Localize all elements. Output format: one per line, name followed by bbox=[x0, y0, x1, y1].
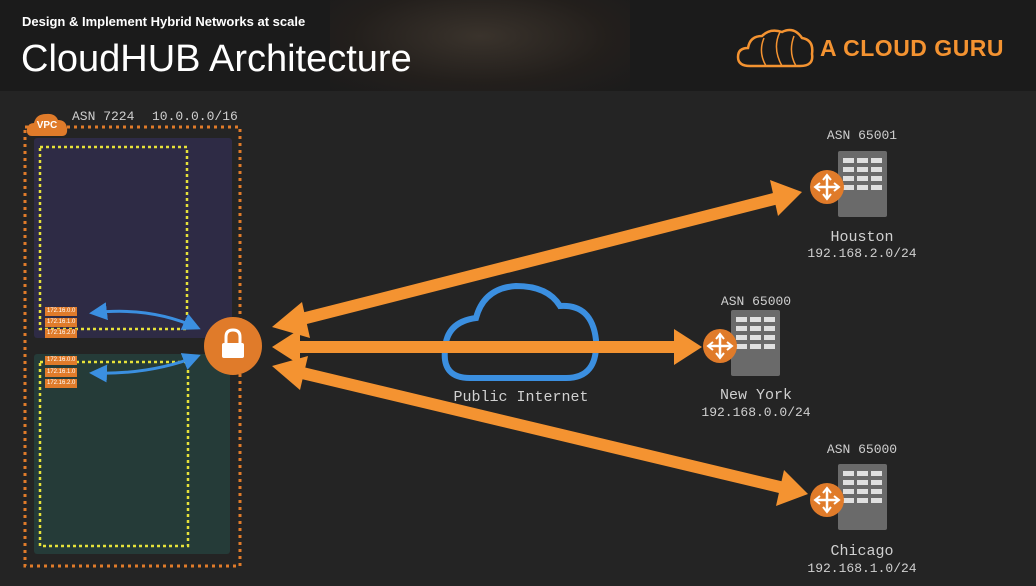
subnet-b bbox=[34, 354, 230, 554]
subnet-b-tag-2: 172.16.1.0 bbox=[45, 368, 78, 377]
cloud-guru-logo-icon bbox=[736, 28, 814, 68]
presenter-photo bbox=[330, 0, 630, 91]
subnet-a-tag-3: 172.16.2.0 bbox=[45, 329, 78, 338]
brand-name: A CLOUD GURU bbox=[820, 35, 1005, 61]
cloud-icon bbox=[441, 282, 600, 381]
chicago-asn: ASN 65000 bbox=[826, 442, 898, 457]
lock-icon bbox=[204, 317, 262, 375]
newyork-city: New York bbox=[719, 387, 793, 404]
chicago-cidr: 192.168.1.0/24 bbox=[807, 561, 917, 576]
subnet-b-route-arrow bbox=[89, 353, 201, 383]
houston-city: Houston bbox=[830, 229, 894, 246]
vpc-badge: VPC bbox=[36, 120, 58, 131]
newyork-datacenter-icon bbox=[731, 310, 780, 376]
slide-title: CloudHUB Architecture bbox=[21, 38, 412, 80]
newyork-asn: ASN 65000 bbox=[720, 294, 792, 309]
chicago-datacenter-icon bbox=[838, 464, 887, 530]
newyork-router-icon bbox=[703, 329, 737, 363]
subnet-a-tag-1: 172.16.0.0 bbox=[45, 307, 78, 316]
subnet-b-tag-1: 172.16.0.0 bbox=[45, 356, 78, 365]
vpn-links bbox=[272, 180, 808, 506]
chicago-city: Chicago bbox=[830, 543, 894, 560]
newyork-cidr: 192.168.0.0/24 bbox=[701, 405, 811, 420]
chicago-router-icon bbox=[810, 483, 844, 517]
subnet-a bbox=[34, 138, 232, 338]
internet-label: Public Internet bbox=[453, 389, 589, 406]
houston-router-icon bbox=[810, 170, 844, 204]
subnet-a-tag-2: 172.16.1.0 bbox=[45, 318, 78, 327]
vpc-badge-icon bbox=[26, 113, 68, 136]
subnet-b-tag-3: 172.16.2.0 bbox=[45, 379, 78, 388]
subnet-a-route-arrow bbox=[89, 302, 201, 330]
course-subtitle: Design & Implement Hybrid Networks at sc… bbox=[22, 14, 306, 29]
header-bar: Design & Implement Hybrid Networks at sc… bbox=[0, 0, 1036, 91]
houston-asn: ASN 65001 bbox=[826, 128, 898, 143]
houston-datacenter-icon bbox=[838, 151, 887, 217]
vpc-cidr: 10.0.0.0/16 bbox=[152, 109, 238, 124]
vpc-asn: ASN 7224 bbox=[72, 109, 135, 124]
houston-cidr: 192.168.2.0/24 bbox=[807, 246, 917, 261]
